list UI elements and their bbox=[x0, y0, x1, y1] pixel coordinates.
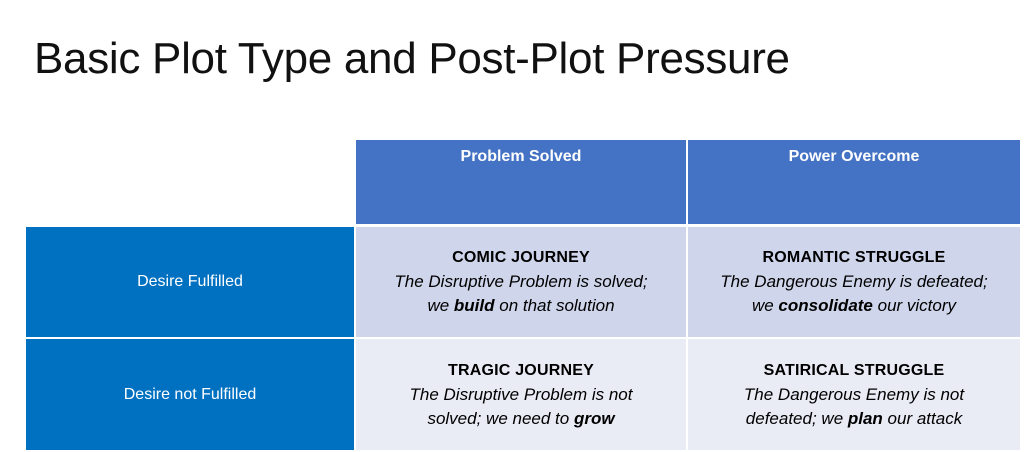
cell-line-2: we build on that solution bbox=[427, 296, 615, 315]
row-header-label: Desire Fulfilled bbox=[137, 273, 243, 290]
cell-line-2: defeated; we plan our attack bbox=[745, 408, 963, 428]
cell-line-1: The Dangerous Enemy is not bbox=[743, 384, 965, 404]
emphasis-word: build bbox=[453, 296, 495, 315]
plot-matrix-table: Problem Solved Power Overcome Desire Ful… bbox=[26, 140, 1020, 452]
cell-line-1: The Dangerous Enemy is defeated; bbox=[720, 272, 988, 291]
cell-romantic-struggle: ROMANTIC STRUGGLE The Dangerous Enemy is… bbox=[688, 227, 1020, 337]
column-header-label: Problem Solved bbox=[460, 148, 582, 165]
cell-heading: COMIC JOURNEY bbox=[452, 249, 590, 266]
cell-line-2: solved; we need to grow bbox=[427, 408, 615, 428]
column-header-power-overcome: Power Overcome bbox=[688, 140, 1020, 224]
row-header-label: Desire not Fulfilled bbox=[123, 385, 257, 403]
row-header-desire-not-fulfilled: Desire not Fulfilled bbox=[26, 339, 354, 450]
cell-line-1: The Disruptive Problem is not bbox=[409, 384, 633, 404]
emphasis-word: consolidate bbox=[778, 296, 873, 315]
cell-satirical-struggle: SATIRICAL STRUGGLE The Dangerous Enemy i… bbox=[688, 339, 1020, 450]
slide-title: Basic Plot Type and Post-Plot Pressure bbox=[34, 34, 790, 83]
cell-comic-journey: COMIC JOURNEY The Disruptive Problem is … bbox=[356, 227, 686, 337]
column-header-problem-solved: Problem Solved bbox=[356, 140, 686, 224]
cell-line-2: we consolidate our victory bbox=[751, 296, 957, 315]
row-header-desire-fulfilled: Desire Fulfilled bbox=[26, 227, 354, 337]
emphasis-word: plan bbox=[847, 408, 883, 428]
cell-line-1: The Disruptive Problem is solved; bbox=[394, 272, 648, 291]
cell-heading: ROMANTIC STRUGGLE bbox=[762, 249, 946, 266]
column-header-label: Power Overcome bbox=[788, 148, 920, 165]
cell-heading: SATIRICAL STRUGGLE bbox=[763, 361, 945, 379]
emphasis-word: grow bbox=[573, 408, 615, 428]
cell-heading: TRAGIC JOURNEY bbox=[448, 361, 594, 379]
cell-tragic-journey: TRAGIC JOURNEY The Disruptive Problem is… bbox=[356, 339, 686, 450]
